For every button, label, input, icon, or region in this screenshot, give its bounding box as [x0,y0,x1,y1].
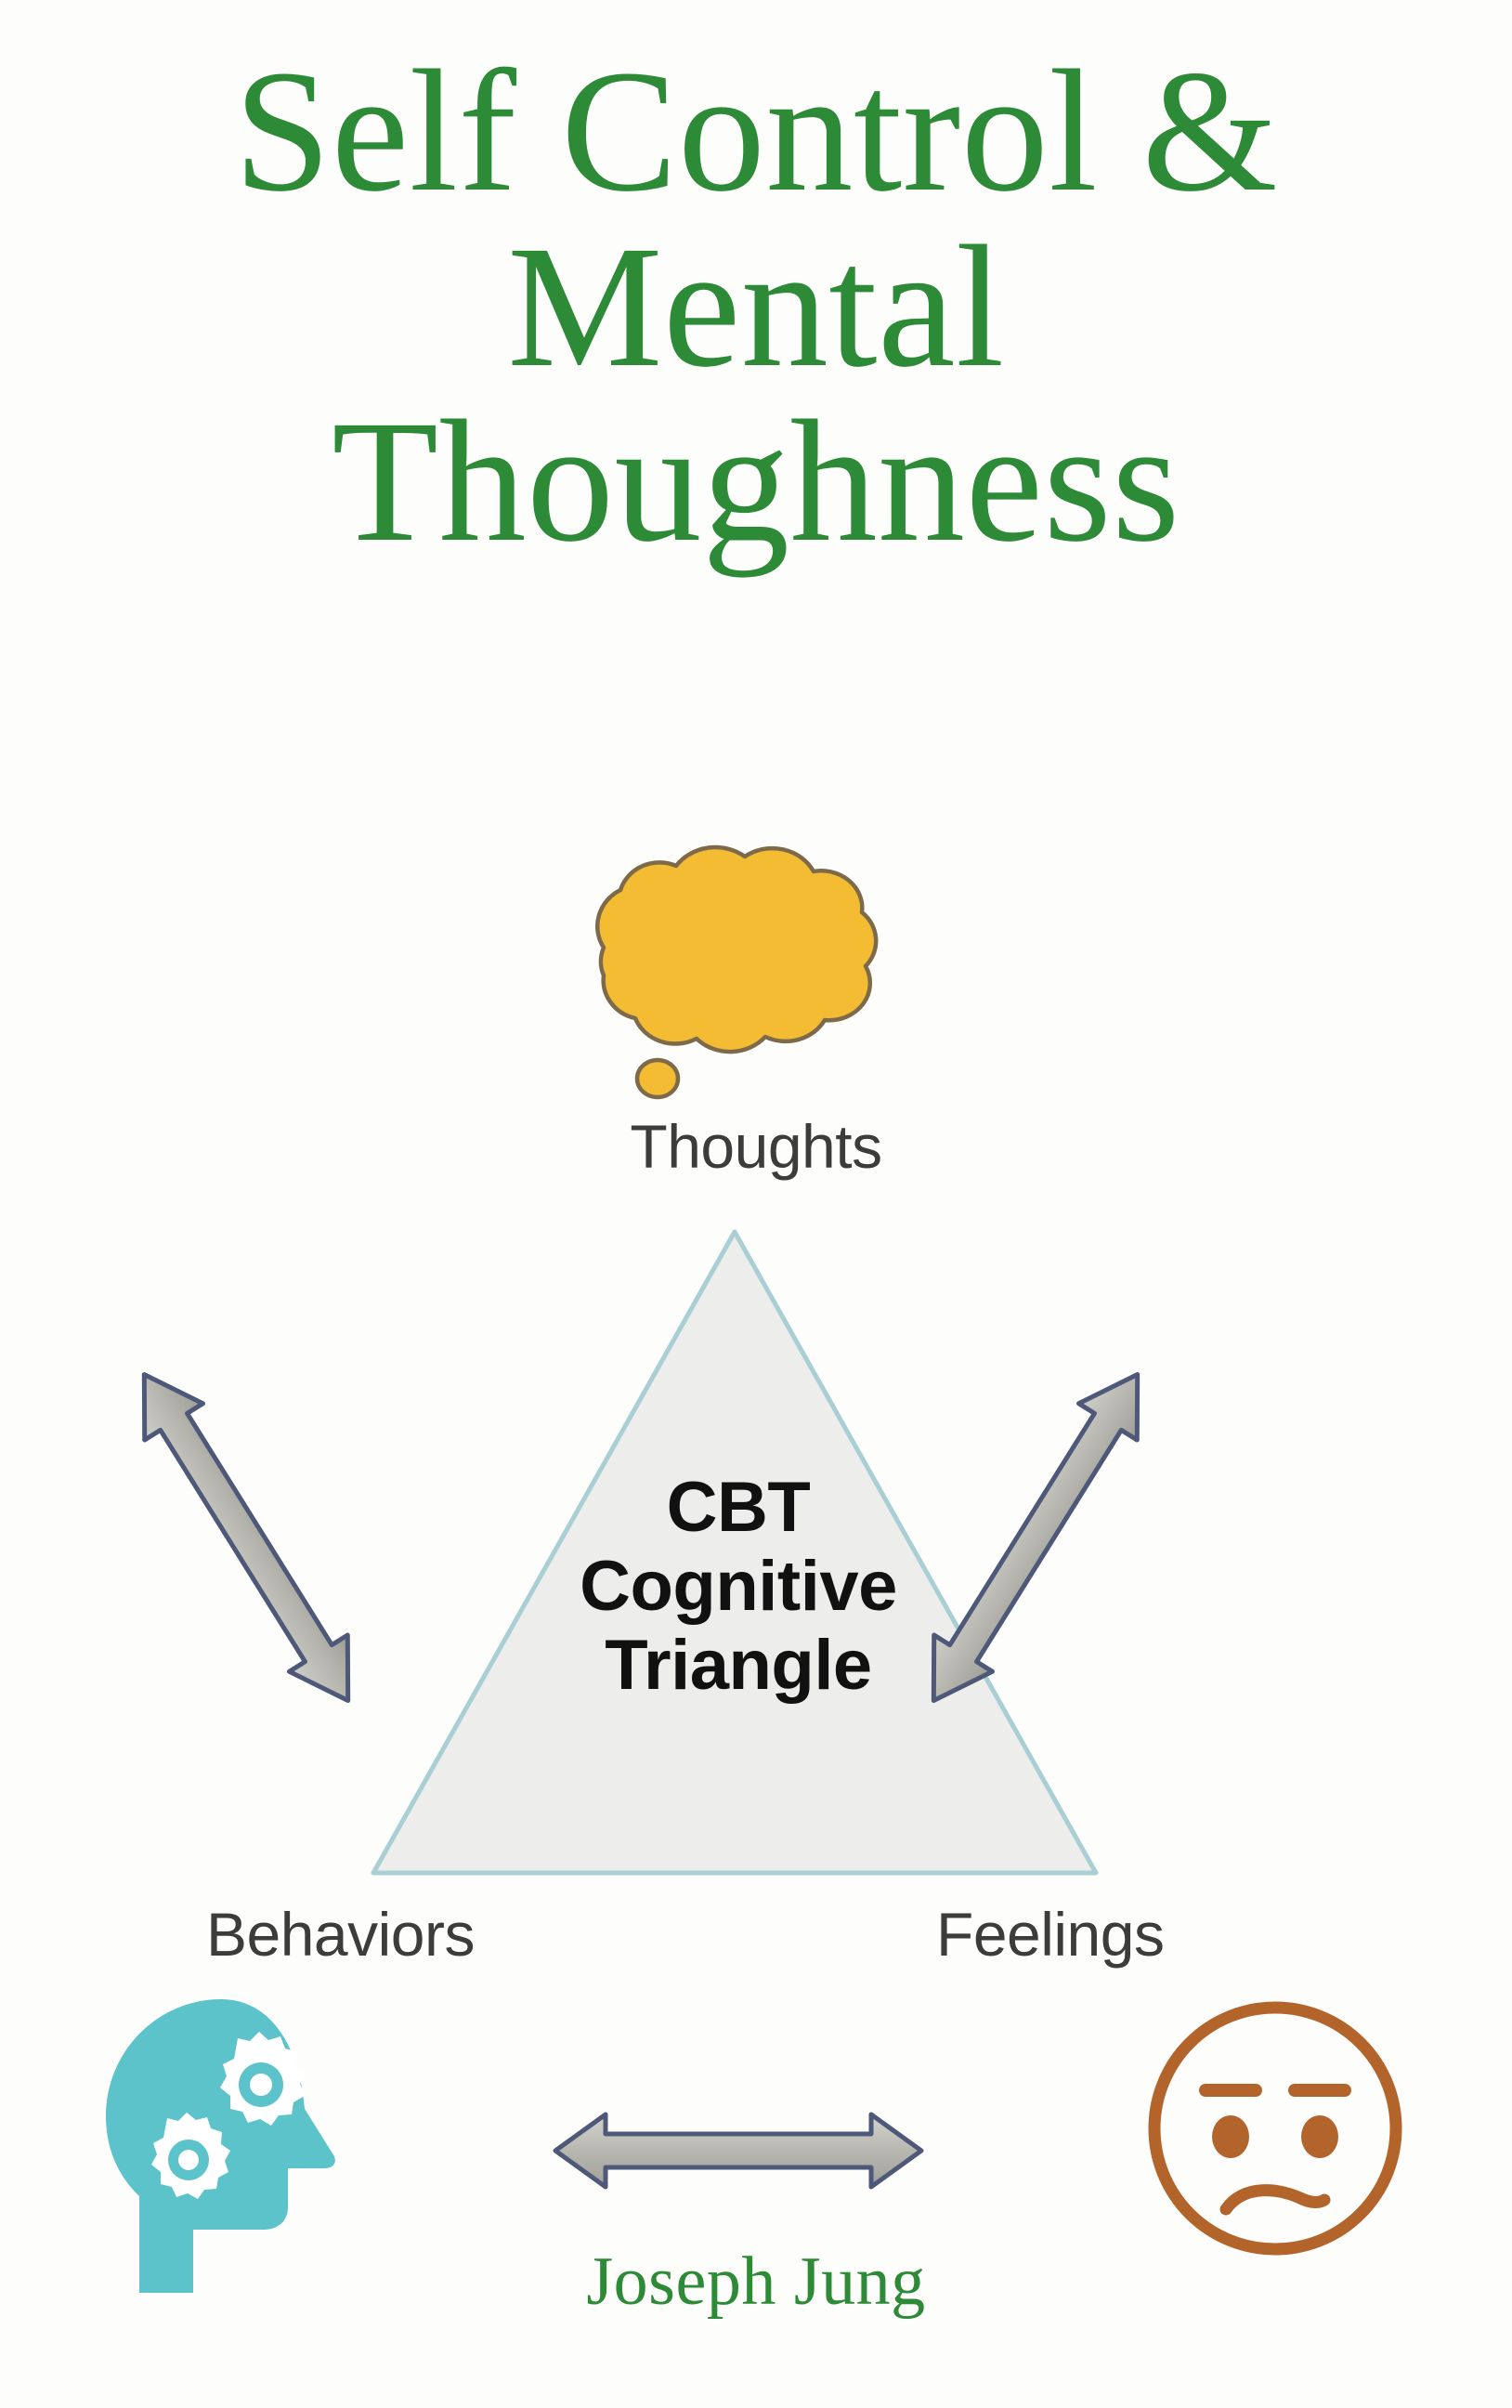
head-with-gears-icon [82,1986,360,2302]
confused-face-icon [1141,1994,1410,2263]
author-name: Joseph Jung [586,2244,926,2320]
arrow-thoughts-behaviors [139,1328,353,1747]
node-label-feelings: Feelings [936,1900,1165,1969]
thought-cloud-icon [520,818,929,1106]
title-line-2: Mental [507,208,1005,403]
page-title: Self Control & Mental Thoughness [0,33,1512,579]
node-label-behaviors: Behaviors [206,1900,476,1969]
node-label-thoughts: Thoughts [630,1112,882,1181]
triangle-center-line-2: Cognitive [580,1547,897,1627]
triangle-center-line-3: Triangle [605,1626,872,1706]
triangle-center-text: CBT Cognitive Triangle [353,1468,1124,1705]
cognitive-triangle-shape [353,1217,1124,1895]
title-line-3: Thoughness [332,384,1180,579]
arrow-behaviors-feelings [539,2090,938,2211]
arrow-thoughts-feelings [929,1328,1142,1747]
triangle-center-line-1: CBT [666,1468,811,1547]
title-line-1: Self Control & [233,33,1279,228]
